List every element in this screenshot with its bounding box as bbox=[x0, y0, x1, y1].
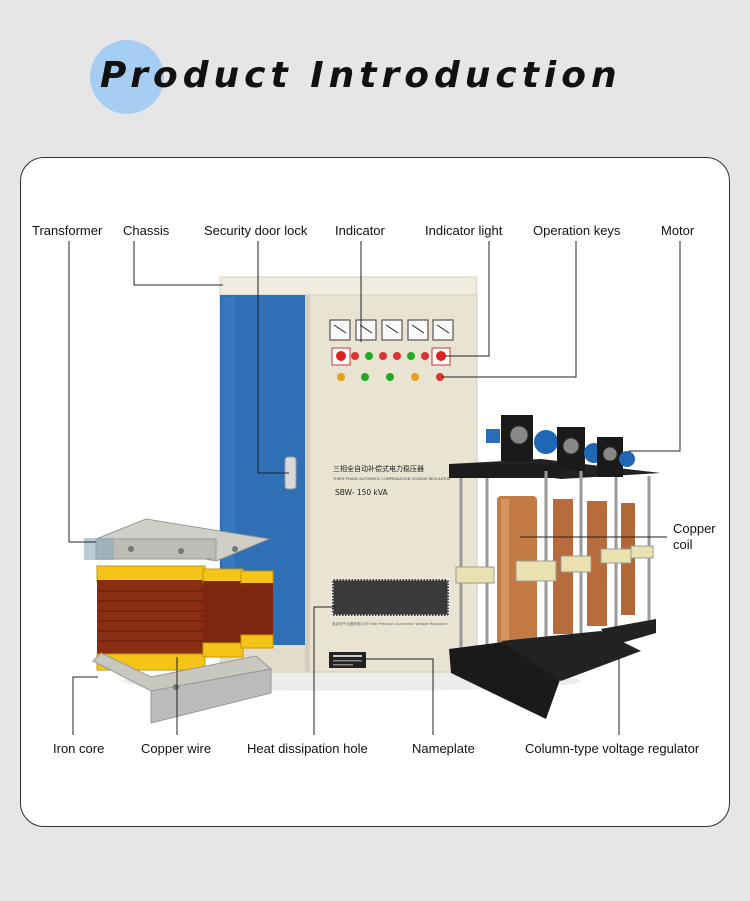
label-indicator: Indicator bbox=[335, 223, 385, 238]
column-regulator-illustration bbox=[449, 415, 661, 719]
label-heat-dissipation-hole: Heat dissipation hole bbox=[247, 741, 368, 756]
label-copper-wire: Copper wire bbox=[141, 741, 212, 756]
heat-dissipation-grid bbox=[330, 577, 451, 618]
svg-text:三相全自动补偿式电力稳压器: 三相全自动补偿式电力稳压器 bbox=[333, 464, 424, 473]
label-indicator-light: Indicator light bbox=[425, 223, 503, 238]
page-title: Product Introduction bbox=[100, 55, 622, 96]
label-copper-coil: Copper coil bbox=[673, 521, 716, 552]
label-motor: Motor bbox=[661, 223, 695, 238]
svg-text:THREE PHASE AUTOMATIC COMPENSA: THREE PHASE AUTOMATIC COMPENSATION VOLTA… bbox=[332, 477, 451, 481]
label-chassis: Chassis bbox=[123, 223, 170, 238]
callout-lines bbox=[68, 241, 681, 735]
label-nameplate: Nameplate bbox=[412, 741, 475, 756]
title-accent-circle bbox=[90, 40, 164, 114]
label-iron-core: Iron core bbox=[53, 741, 105, 756]
label-column-regulator: Column-type voltage regulator bbox=[525, 741, 700, 756]
label-transformer: Transformer bbox=[32, 223, 103, 238]
product-illustration: 三相全自动补偿式电力稳压器 THREE PHASE AUTOMATIC COMP… bbox=[68, 241, 681, 735]
svg-text:某某电气设备有限公司 High Precision Auto: 某某电气设备有限公司 High Precision Automatic Volt… bbox=[332, 621, 448, 626]
transformer-illustration bbox=[84, 518, 274, 724]
label-security-door-lock: Security door lock bbox=[204, 223, 308, 238]
svg-text:SBW- 150 kVA: SBW- 150 kVA bbox=[335, 488, 389, 497]
product-card: 三相全自动补偿式电力稳压器 THREE PHASE AUTOMATIC COMP… bbox=[20, 157, 730, 827]
label-operation-keys: Operation keys bbox=[533, 223, 621, 238]
